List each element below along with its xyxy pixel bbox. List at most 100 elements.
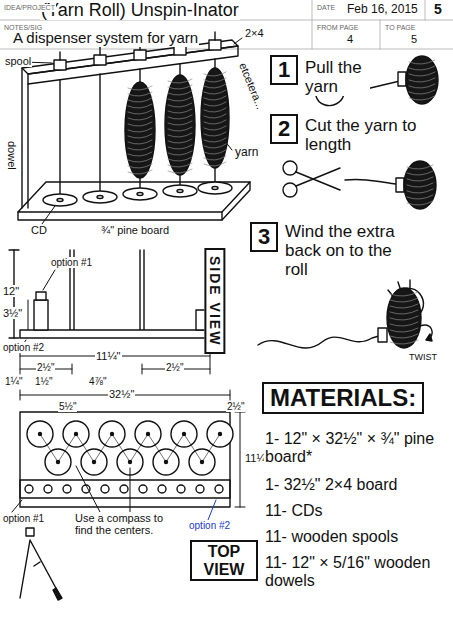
option-label: option #2 [188,520,231,531]
yarn-strand [128,170,152,174]
yarn-strand [390,334,418,338]
yarn-strand [390,310,418,314]
yarn-strand [168,103,192,107]
triangle-guide [148,434,184,462]
option-label: option #2 [2,342,45,353]
yarn-strand [128,110,152,114]
step-number-box: 1 [270,55,298,85]
yarn-strand [168,115,192,119]
part-label: dowel [6,140,18,171]
page-ref: 4 [346,33,354,45]
yarn-roll [404,161,436,209]
spool-hole [25,485,33,493]
yarn-strand [168,109,192,113]
yarn-strand [168,121,192,125]
yarn-strand [204,108,226,112]
yarn-roll [406,56,438,104]
yarn-strand [128,134,152,138]
box-text: 1 [278,58,290,82]
yarn-strand [407,177,433,181]
yarn-strand [168,163,192,167]
yarn-strand [128,86,152,90]
step-text: Wind the extra back on to the roll [284,222,416,279]
view-title-box: TOP VIEW [190,540,258,581]
yarn-strand [204,90,226,94]
yarn-strand [128,146,152,150]
spool-hole [44,485,52,493]
yarn-strand [407,201,433,205]
step-text: Pull the yarn [304,58,370,96]
yarn-strand [204,114,226,118]
triangle-guide [40,434,76,462]
box-text: 3 [258,225,270,249]
material-item: 1- 32½" 2×4 board [264,476,452,494]
yarn-strand [168,169,192,173]
step-number-box: 2 [270,114,298,144]
yarn-strand [128,98,152,102]
yarn-strand [204,102,226,106]
yarn-strand [409,78,435,82]
yarn-strand [204,156,226,160]
box-text: 2 [278,117,290,141]
yarn-strand [168,97,192,101]
part-label: CD [30,224,48,236]
yarn-strand [390,328,418,332]
yarn-strand [168,127,192,131]
yarn-strand [168,145,192,149]
yarn-strand [168,85,192,89]
dimension: 12" [2,285,20,297]
dimension: 2½" [165,362,184,373]
yarn-strand [128,104,152,108]
yarn-body [201,68,229,168]
material-item: 11- CDs [264,502,452,520]
part-label: yarn [234,146,259,159]
subtitle: A dispenser system for yarn [12,30,199,47]
yarn-strand [204,120,226,124]
material-item: 1- 12" × 32½" × ¾" pine board* [264,430,452,466]
yarn-roll [165,75,195,175]
material-item: 11- 12" × 5/16" wooden dowels [264,554,452,590]
yarn-strand [409,66,435,70]
step-text: Cut the yarn to length [304,116,436,154]
spool-hole [120,485,128,493]
yarn-strand [168,151,192,155]
yarn-strand [128,92,152,96]
yarn-strand [204,96,226,100]
yarn-strand [204,78,226,82]
header-field: DATE [316,4,336,12]
yarn-strand [204,132,226,136]
spool-hole [158,485,166,493]
dimension: 2½" [226,401,245,412]
yarn-strand [168,139,192,143]
page-title: (Yarn Roll) Unspin-Inator [40,0,240,20]
yarn-strand [390,304,418,308]
instruction-note: Use a compass to find the centers. [74,512,180,537]
yarn-strand [390,340,418,344]
box-text: MATERIALS: [270,385,416,411]
option-label: option #1 [2,513,45,524]
yarn-strand [204,84,226,88]
date-value: Feb 16, 2015 [346,3,419,16]
material-item: 11- wooden spools [264,528,452,546]
action-note: TWIST [408,352,438,362]
part-label: 2×4 [244,27,265,39]
yarn-body [406,56,438,104]
header-field: FROM PAGE [316,24,359,32]
yarn-strand [390,316,418,320]
yarn-strand [409,84,435,88]
yarn-strand [128,140,152,144]
box-text: SIDE VIEW [207,256,222,346]
dimension: 32½" [108,388,135,400]
yarn-strand [128,158,152,162]
yarn-strand [407,171,433,175]
yarn-roll [125,82,155,178]
dimension: 1¼" [4,376,23,387]
part-label: spool [4,55,32,67]
header-field: TO PAGE [384,24,416,32]
dimension: 2½" [36,362,55,373]
spool-hole [63,485,71,493]
yarn-strand [204,150,226,154]
yarn-strand [390,322,418,326]
yarn-strand [168,91,192,95]
yarn-strand [128,122,152,126]
